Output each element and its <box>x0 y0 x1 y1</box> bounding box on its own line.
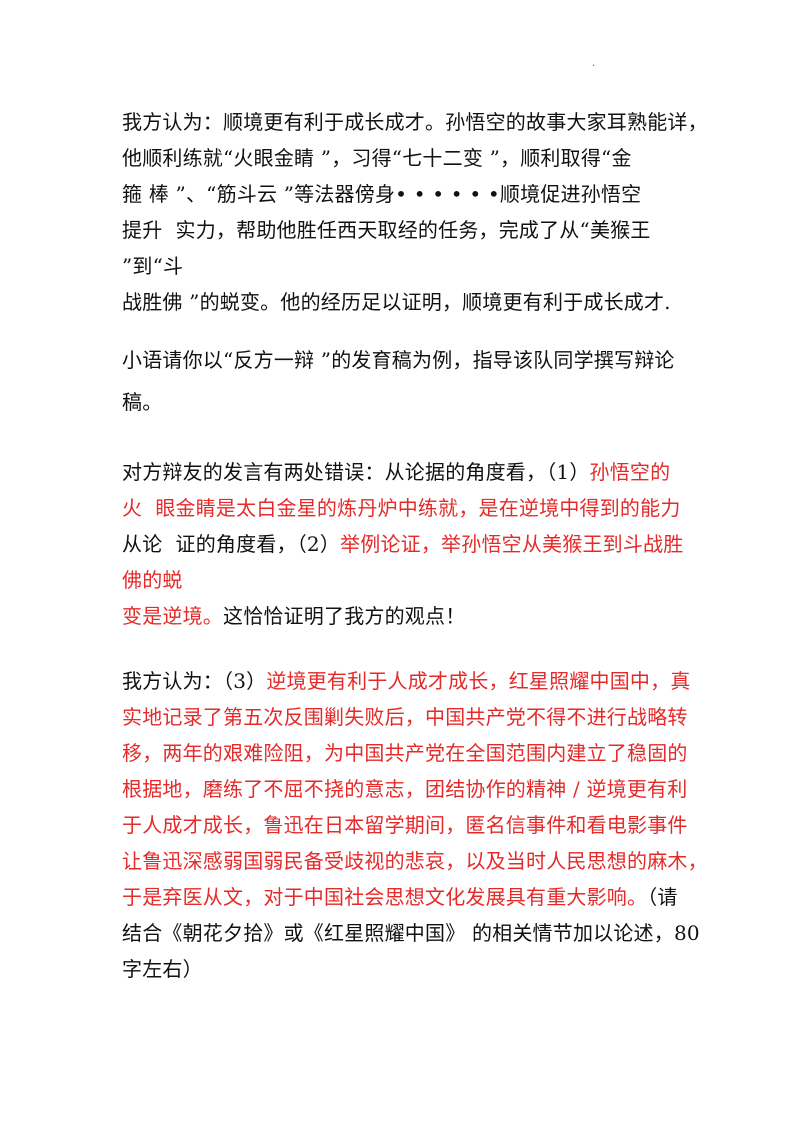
body-text: 小语请你以“反方一辩 ”的发育稿为例，指导该队同学撰写辩论 <box>122 348 675 372</box>
body-text: 字左右） <box>122 957 203 981</box>
highlighted-text: 举例论证，举孙悟空从美猴王到斗战胜 <box>340 532 684 556</box>
body-text: 我方认为：顺境更有利于成长成才。孙悟空的故事大家耳熟能详， <box>122 110 708 134</box>
text-line: 箍 棒 ”、“筋斗云 ”等法器傍身• • • • • •顺境促进孙悟空 <box>122 179 641 209</box>
text-line: 火 眼金睛是太白金星的炼丹炉中练就，是在逆境中得到的能力 <box>122 493 681 523</box>
text-line: 对方辩友的发言有两处错误：从论据的角度看，（1）孙悟空的 <box>122 457 670 487</box>
body-text: 这恰恰证明了我方的观点！ <box>223 604 466 628</box>
text-line: 我方认为：顺境更有利于成长成才。孙悟空的故事大家耳熟能详， <box>122 107 708 137</box>
text-line: 于是弃医从文，对于中国社会思想文化发展具有重大影响。（请 <box>122 882 678 912</box>
body-text: 从论 证的角度看，（2） <box>122 532 341 556</box>
highlighted-text: 火 眼金睛是太白金星的炼丹炉中练就，是在逆境中得到的能力 <box>122 496 681 520</box>
highlighted-text: 移，两年的艰难险阻，为中国共产党在全国范围内建立了稳固的 <box>122 741 688 765</box>
highlighted-text: 让鲁迅深感弱国弱民备受歧视的悲哀，以及当时人民思想的麻木， <box>122 849 708 873</box>
body-text: 战胜佛 ”的蜕变。他的经历足以证明，顺境更有利于成长成才. <box>122 290 671 314</box>
text-line: 他顺利练就“火眼金睛 ”，习得“七十二变 ”，顺利取得“金 <box>122 143 632 173</box>
text-line: 提升 实力，帮助他胜任西天取经的任务，完成了从“美猴王 <box>122 215 651 245</box>
body-text: 箍 棒 ”、“筋斗云 ”等法器傍身• • • • • •顺境促进孙悟空 <box>122 182 642 206</box>
body-text: ”到“斗 <box>122 254 184 278</box>
highlighted-text: 变是逆境。 <box>122 604 223 628</box>
body-text: 稿。 <box>122 390 163 414</box>
text-line: 变是逆境。这恰恰证明了我方的观点！ <box>122 601 465 631</box>
highlighted-text: 佛的蜕 <box>122 568 183 592</box>
corner-mark: . <box>592 58 596 69</box>
body-text: 他顺利练就“火眼金睛 ”，习得“七十二变 ”，顺利取得“金 <box>122 146 632 170</box>
text-line: 小语请你以“反方一辩 ”的发育稿为例，指导该队同学撰写辩论 <box>122 345 675 375</box>
body-text: 我方认为：（3） <box>122 669 267 693</box>
text-line: 实地记录了第五次反围剿失败后，中国共产党不得不进行战略转 <box>122 702 688 732</box>
text-line: 稿。 <box>122 387 162 417</box>
text-line: 字左右） <box>122 954 203 984</box>
text-line: 佛的蜕 <box>122 565 183 595</box>
text-line: 根据地，磨练了不屈不挠的意志，团结协作的精神 / 逆境更有利 <box>122 774 687 804</box>
highlighted-text: 于是弃医从文，对于中国社会思想文化发展具有重大影响。 <box>122 885 648 909</box>
highlighted-text: 根据地，磨练了不屈不挠的意志，团结协作的精神 / 逆境更有利 <box>122 777 688 801</box>
highlighted-text: 逆境更有利于人成才成长，红星照耀中国中，真 <box>266 669 691 693</box>
body-text: 提升 实力，帮助他胜任西天取经的任务，完成了从“美猴王 <box>122 218 651 242</box>
body-text: （请 <box>647 885 678 909</box>
highlighted-text: 实地记录了第五次反围剿失败后，中国共产党不得不进行战略转 <box>122 705 688 729</box>
text-line: 我方认为：（3）逆境更有利于人成才成长，红星照耀中国中，真 <box>122 666 691 696</box>
text-line: 结合《朝花夕拾》或《红星照耀中国》 的相关情节加以论述，80 <box>122 918 700 948</box>
text-line: 战胜佛 ”的蜕变。他的经历足以证明，顺境更有利于成长成才. <box>122 287 671 317</box>
highlighted-text: 于人成才成长，鲁迅在日本留学期间，匿名信事件和看电影事件 <box>122 813 688 837</box>
body-text: 结合《朝花夕拾》或《红星照耀中国》 的相关情节加以论述，80 <box>122 921 700 945</box>
text-line: 于人成才成长，鲁迅在日本留学期间，匿名信事件和看电影事件 <box>122 810 688 840</box>
text-line: 从论 证的角度看，（2）举例论证，举孙悟空从美猴王到斗战胜 <box>122 529 683 559</box>
body-text: 对方辩友的发言有两处错误：从论据的角度看，（1） <box>122 460 590 484</box>
text-line: 让鲁迅深感弱国弱民备受歧视的悲哀，以及当时人民思想的麻木， <box>122 846 708 876</box>
text-line: ”到“斗 <box>122 251 183 281</box>
text-line: 移，两年的艰难险阻，为中国共产党在全国范围内建立了稳固的 <box>122 738 688 768</box>
highlighted-text: 孙悟空的 <box>589 460 671 484</box>
